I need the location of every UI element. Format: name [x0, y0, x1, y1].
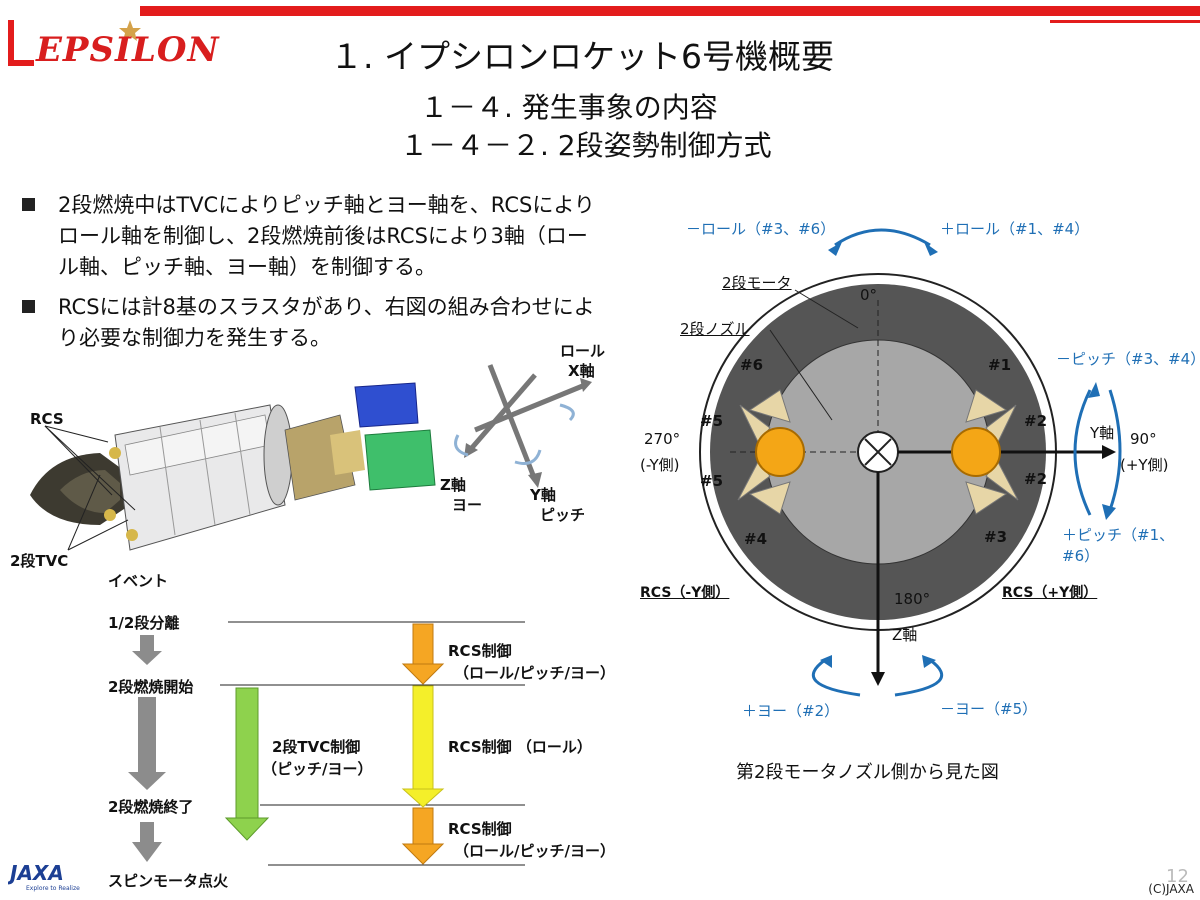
rcs-phase-3-label: RCS制御 [448, 820, 512, 838]
tvc-control-axes: （ピッチ/ヨー） [262, 760, 373, 778]
jaxa-logo-text: JAXA [8, 861, 64, 885]
y-axis-label-1: Y軸 [530, 486, 556, 504]
bullet-2-line-2: り必要な制御力を発生する。 [58, 326, 331, 350]
page-subtitle-1: １－４. 発生事象の内容 [420, 91, 718, 124]
timeline-header: イベント [108, 572, 169, 590]
plus-roll-label: ＋ロール（#1、#4） [940, 220, 1090, 238]
page-title: １. イプシロンロケット6号機概要 [330, 37, 834, 76]
bullet-square-icon [22, 300, 35, 313]
event-4: スピンモータ点火 [108, 872, 229, 890]
jaxa-logo-icon: JAXA Explore to Realize [6, 861, 80, 892]
event-1: 1/2段分離 [108, 614, 180, 632]
bullet-1-line-3: ル軸、ピッチ軸、ヨー軸）を制御する。 [58, 255, 436, 279]
rcs-plus-y-label: RCS（+Y側） [1002, 585, 1098, 601]
thruster-5-lower-label: #5 [700, 472, 724, 490]
bullet-1-line-2: ロール軸を制御し、2段燃焼前後はRCSにより3軸（ロー [58, 224, 588, 248]
plus-yaw-label: ＋ヨー（#2） [742, 702, 840, 720]
z-axis-label-1: Z軸 [440, 476, 466, 494]
logo-text: EPSILON [36, 30, 220, 70]
thruster-3-label: #3 [984, 528, 1008, 546]
event-2: 2段燃焼開始 [108, 678, 194, 696]
z-axis-view-label: Z軸 [892, 626, 918, 644]
angle-0-label: 0° [860, 286, 878, 304]
timeline-chart [128, 621, 525, 866]
nozzle-label: 2段ノズル [680, 320, 750, 338]
rocket-leader-lines [44, 425, 136, 551]
epsilon-logo: EPSILON [8, 18, 219, 78]
page-number: 12 [1166, 866, 1189, 887]
thruster-2-lower-label: #2 [1024, 470, 1048, 488]
event-3: 2段燃焼終了 [108, 798, 194, 816]
jaxa-logo: JAXA Explore to Realize [6, 858, 88, 898]
nozzle-view-diagram [699, 228, 1122, 697]
minus-pitch-label: －ピッチ（#3、#4） [1056, 350, 1200, 368]
thruster-1-label: #1 [988, 356, 1012, 374]
rcs-phase-1-axes: （ロール/ピッチ/ヨー） [454, 664, 615, 682]
x-axis-label-1: ロール [560, 342, 606, 360]
bullet-2-line-1: RCSには計8基のスラスタがあり、右図の組み合わせによ [58, 295, 595, 319]
page-subtitle-2: １－４－２. 2段姿勢制御方式 [400, 129, 772, 162]
top-red-thin-bar [1050, 20, 1200, 23]
body-axes-diagram [454, 364, 592, 488]
rocket-second-stage-illustration [30, 382, 436, 551]
top-red-bar [140, 6, 1200, 16]
thruster-5-upper-label: #5 [700, 412, 724, 430]
angle-90-label: 90° [1130, 430, 1157, 448]
plus-pitch-label: ＋ピッチ（#1、#6） [1062, 526, 1175, 565]
y-axis-view-label: Y軸 [1090, 424, 1115, 442]
copyright: (C)JAXA [1148, 882, 1194, 896]
nozzle-view-caption: 第2段モータノズル側から見た図 [736, 762, 999, 783]
rcs-label: RCS [30, 410, 64, 428]
angle-270-side: (-Y側) [640, 456, 680, 474]
thruster-6-label: #6 [740, 356, 764, 374]
jaxa-logo-tag: Explore to Realize [26, 885, 80, 892]
motor-label: 2段モータ [722, 274, 792, 292]
angle-90-side: (+Y側) [1120, 456, 1169, 474]
minus-yaw-label: －ヨー（#5） [940, 700, 1038, 718]
x-axis-label-2: X軸 [568, 362, 595, 380]
bullet-1-line-1: 2段燃焼中はTVCによりピッチ軸とヨー軸を、RCSにより [58, 193, 595, 217]
rcs-phase-1-label: RCS制御 [448, 642, 512, 660]
thruster-4-label: #4 [744, 530, 768, 548]
angle-270-label: 270° [644, 430, 681, 448]
y-axis-label-2: ピッチ [540, 506, 586, 524]
tvc-control-label: 2段TVC制御 [272, 738, 361, 756]
epsilon-logo-mark-icon [8, 20, 141, 66]
angle-180-label: 180° [894, 590, 931, 608]
rcs-phase-3-axes: （ロール/ピッチ/ヨー） [454, 842, 615, 860]
bullet-square-icon [22, 198, 35, 211]
bullet-2: RCSには計8基のスラスタがあり、右図の組み合わせによ り必要な制御力を発生する… [22, 292, 652, 354]
rcs-minus-y-label: RCS（-Y側） [640, 585, 730, 601]
bullet-1: 2段燃焼中はTVCによりピッチ軸とヨー軸を、RCSにより ロール軸を制御し、2段… [22, 190, 652, 283]
rcs-phase-2-label: RCS制御 （ロール） [448, 738, 592, 756]
thruster-2-upper-label: #2 [1024, 412, 1048, 430]
minus-roll-label: －ロール（#3、#6） [686, 220, 836, 238]
z-axis-label-2: ヨー [452, 496, 483, 514]
tvc-label: 2段TVC [10, 552, 69, 570]
